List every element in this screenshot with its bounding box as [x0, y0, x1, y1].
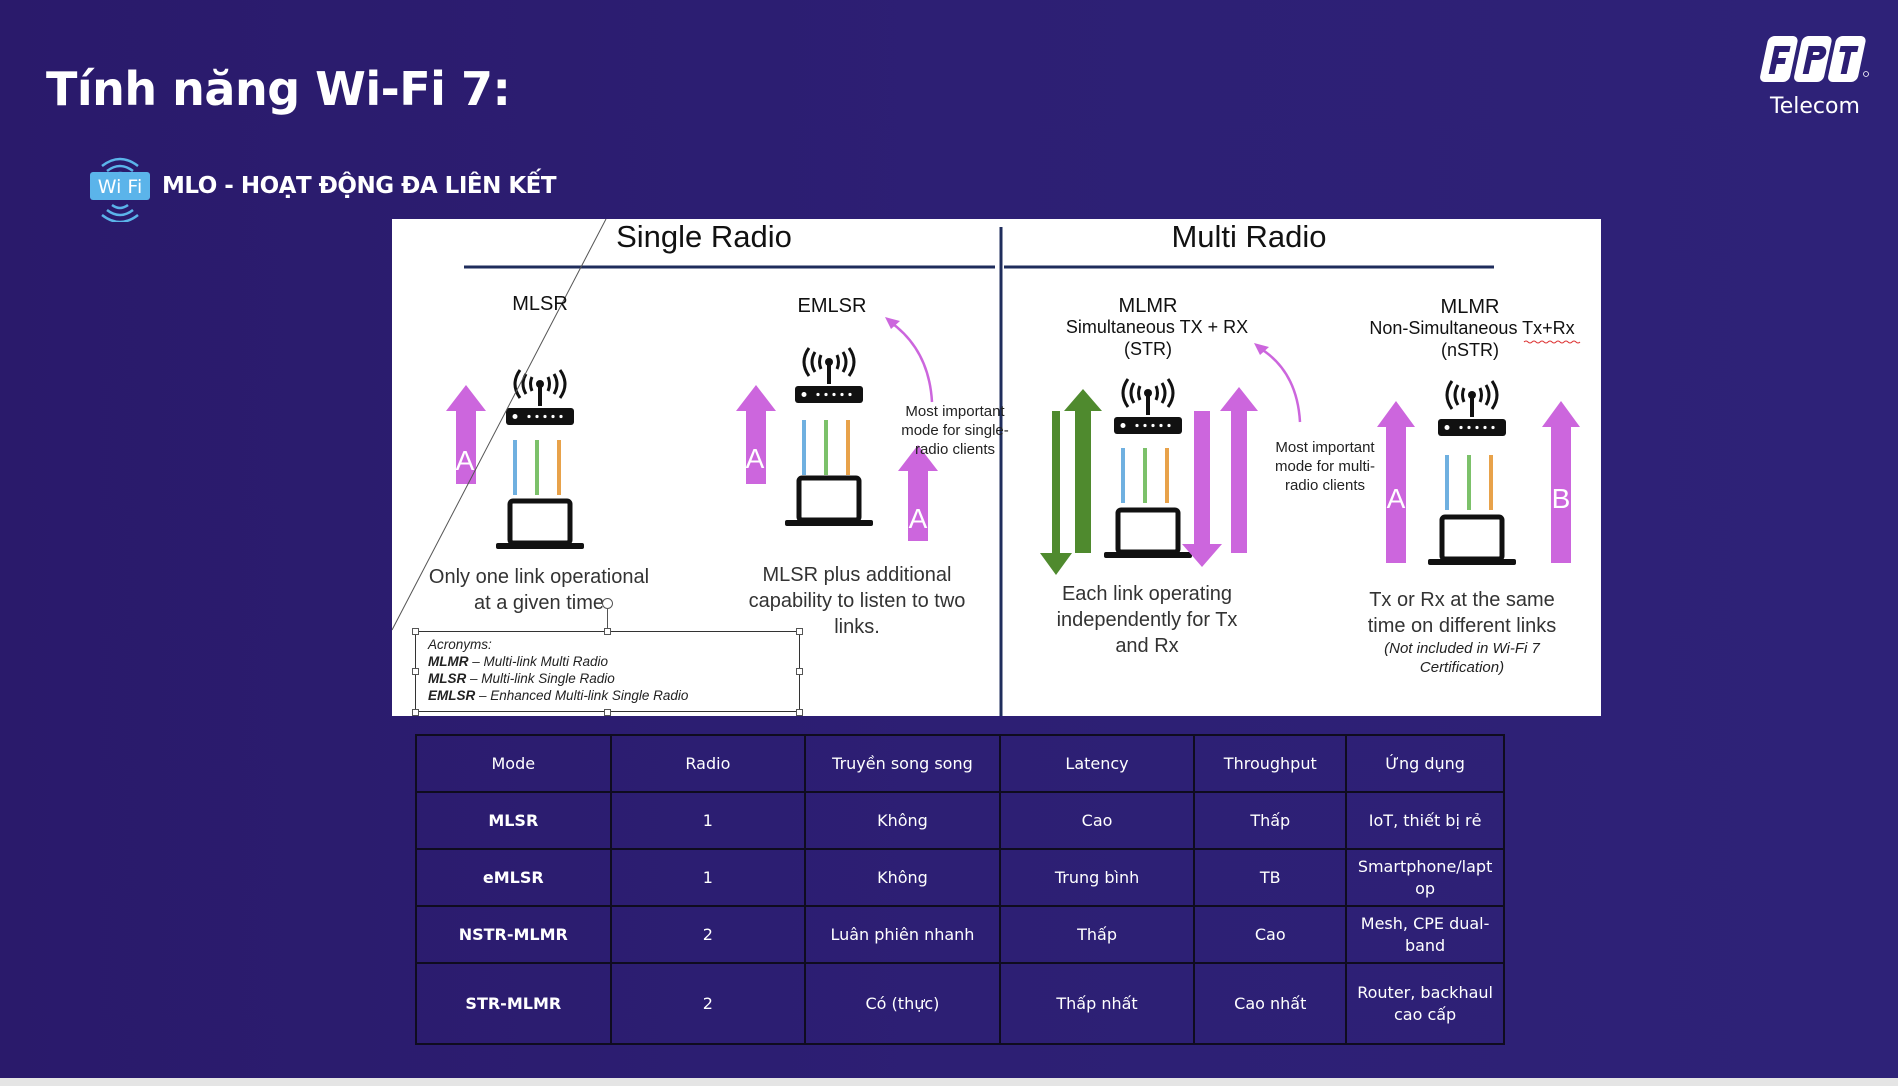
table-cell: Có (thực)	[804, 962, 1001, 1045]
mlmr-nstr-link-label-b: B	[1551, 483, 1571, 514]
mlmr-nstr-sub1: Non-Simultaneous Tx+Rx	[1369, 318, 1575, 338]
section-subtitle: MLO - HOẠT ĐỘNG ĐA LIÊN KẾT	[162, 173, 557, 199]
mlmr-str-sub1: Simultaneous TX + RX	[1065, 317, 1249, 337]
table-cell: NSTR-MLMR	[415, 905, 612, 964]
table-cell: 2	[609, 962, 807, 1045]
mlmr-str-desc-3: and Rx	[1115, 635, 1179, 657]
mlmr-str-desc-2: independently for Tx	[1056, 609, 1238, 631]
emlsr-note-1: Most important	[905, 403, 1005, 420]
table-cell: Thấp	[1193, 791, 1348, 850]
resize-handle[interactable]	[412, 628, 419, 635]
col-header-throughput: Throughput	[1193, 734, 1348, 793]
table-row: MLSR 1 Không Cao Thấp IoT, thiết bị rẻ	[415, 791, 1505, 850]
logo-text: Telecom	[1770, 94, 1860, 119]
diagram-graphics	[392, 219, 1581, 716]
acronyms-box[interactable]: Acronyms: MLMR – Multi-link Multi Radio …	[415, 631, 800, 712]
table-row: eMLSR 1 Không Trung bình TB Smartphone/l…	[415, 848, 1505, 907]
mlmr-str-note-3: radio clients	[1284, 477, 1366, 494]
table-row: STR-MLMR 2 Có (thực) Thấp nhất Cao nhất …	[415, 962, 1505, 1045]
emlsr-note-3: radio clients	[914, 441, 996, 458]
bottom-strip	[0, 1078, 1898, 1086]
acronym-item: EMLSR – Enhanced Multi-link Single Radio	[428, 688, 689, 703]
table-cell: Không	[804, 791, 1001, 850]
mlo-diagram: Single Radio Multi Radio MLSR A Only one…	[392, 219, 1601, 716]
table-cell: 2	[609, 905, 807, 964]
mlsr-desc-1: Only one link operational	[428, 566, 650, 588]
single-radio-heading: Single Radio	[616, 219, 792, 254]
mlmr-str-desc-1: Each link operating	[1061, 583, 1233, 605]
table-cell: Smartphone/laptop	[1345, 848, 1505, 907]
table-cell: MLSR	[415, 791, 612, 850]
resize-handle[interactable]	[412, 668, 419, 675]
col-header-mode: Mode	[415, 734, 612, 793]
resize-handle[interactable]	[796, 628, 803, 635]
table-cell: Không	[804, 848, 1001, 907]
emlsr-desc-2: capability to listen to two	[748, 590, 966, 612]
wifi-icon: Wi Fi	[88, 150, 152, 224]
col-header-parallel: Truyền song song	[804, 734, 1001, 793]
table-cell: Luân phiên nhanh	[804, 905, 1001, 964]
mlmr-str-title: MLMR	[1118, 295, 1178, 317]
table-cell: Router, backhaul cao cấp	[1345, 962, 1505, 1045]
table-cell: eMLSR	[415, 848, 612, 907]
col-header-radio: Radio	[609, 734, 807, 793]
acronyms-heading: Acronyms:	[428, 637, 492, 652]
acronym-item: MLMR – Multi-link Multi Radio	[428, 654, 609, 669]
slide-title: Tính năng Wi-Fi 7:	[46, 62, 511, 116]
table-cell: 1	[609, 848, 807, 907]
emlsr-note-2: mode for single-	[901, 422, 1009, 439]
mlmr-nstr-note-1: (Not included in Wi-Fi 7	[1384, 640, 1540, 657]
mlmr-str-note-2: mode for multi-	[1274, 458, 1376, 475]
table-row: NSTR-MLMR 2 Luân phiên nhanh Thấp Cao Me…	[415, 905, 1505, 964]
table-cell: Thấp nhất	[998, 962, 1196, 1045]
mlmr-nstr-desc-1: Tx or Rx at the same	[1369, 589, 1555, 611]
subtitle-row: Wi Fi MLO - HOẠT ĐỘNG ĐA LIÊN KẾT	[88, 150, 557, 224]
resize-handle[interactable]	[412, 709, 419, 716]
table-cell: Cao	[998, 791, 1196, 850]
table-cell: STR-MLMR	[415, 962, 612, 1045]
fpt-logo	[1760, 36, 1869, 82]
emlsr-link-label-down: A	[908, 503, 928, 534]
mlsr-desc-2: at a given time	[473, 592, 605, 614]
resize-handle[interactable]	[796, 709, 803, 716]
mlmr-nstr-title: MLMR	[1440, 296, 1500, 318]
table-cell: TB	[1193, 848, 1348, 907]
table-cell: Thấp	[998, 905, 1196, 964]
resize-handle[interactable]	[604, 628, 611, 635]
mlmr-str-note-1: Most important	[1275, 439, 1375, 456]
emlsr-title: EMLSR	[797, 295, 867, 317]
multi-radio-heading: Multi Radio	[1171, 219, 1327, 254]
mode-comparison-table: Mode Radio Truyền song song Latency Thro…	[415, 734, 1505, 1045]
emlsr-desc-3: links.	[834, 616, 880, 638]
mlmr-nstr-note-2: Certification)	[1419, 659, 1505, 676]
col-header-application: Ứng dụng	[1345, 734, 1505, 793]
wifi-badge-text: Wi Fi	[97, 176, 143, 198]
table-cell: IoT, thiết bị rẻ	[1345, 791, 1505, 850]
mlmr-nstr-desc-2: time on different links	[1367, 615, 1557, 637]
col-header-latency: Latency	[998, 734, 1196, 793]
mlmr-str-sub2: (STR)	[1124, 339, 1172, 359]
table-cell: Cao	[1193, 905, 1348, 964]
acronym-item: MLSR – Multi-link Single Radio	[428, 671, 615, 686]
table-cell: 1	[609, 791, 807, 850]
rotate-handle-stem	[607, 609, 608, 629]
mlmr-nstr-sub2: (nSTR)	[1441, 340, 1499, 360]
mlsr-title: MLSR	[512, 293, 568, 315]
table-cell: Trung bình	[998, 848, 1196, 907]
resize-handle[interactable]	[604, 709, 611, 716]
table-cell: Cao nhất	[1193, 962, 1348, 1045]
mlmr-nstr-link-label-a: A	[1386, 483, 1406, 514]
emlsr-link-label-up: A	[745, 443, 765, 474]
resize-handle[interactable]	[796, 668, 803, 675]
table-cell: Mesh, CPE dual-band	[1345, 905, 1505, 964]
emlsr-desc-1: MLSR plus additional	[762, 564, 952, 586]
mlsr-link-label: A	[455, 445, 475, 476]
table-header-row: Mode Radio Truyền song song Latency Thro…	[415, 734, 1505, 793]
rotate-handle[interactable]	[602, 598, 613, 609]
